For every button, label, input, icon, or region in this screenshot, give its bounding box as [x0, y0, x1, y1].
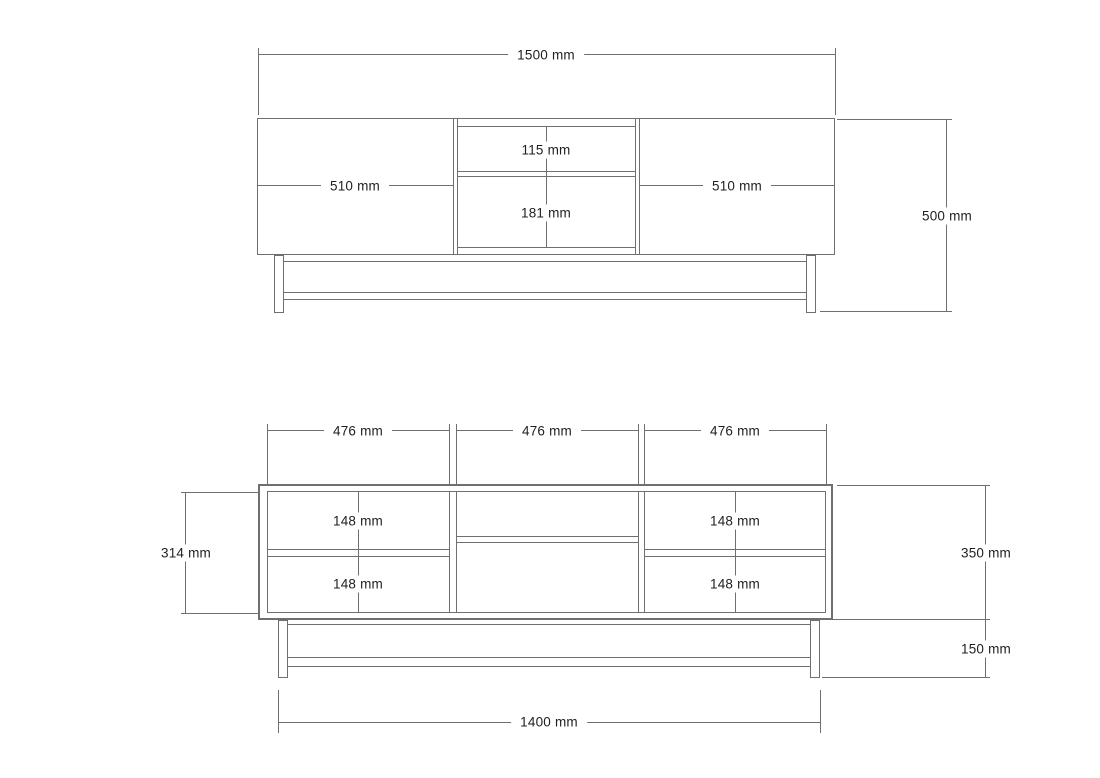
extension-line	[449, 424, 450, 485]
base-stretcher-line	[288, 657, 810, 658]
dim-label-compartment-width-1: 476 mm	[324, 422, 392, 440]
divider-line	[449, 491, 450, 612]
leg	[806, 255, 816, 313]
base-rail-line	[288, 624, 810, 625]
extension-line	[826, 424, 827, 485]
divider-line	[638, 491, 639, 612]
extension-line	[828, 619, 990, 620]
extension-line	[837, 485, 990, 486]
dim-label-cell-height-3: 148 mm	[324, 575, 392, 593]
center-section-line	[639, 118, 640, 255]
leg	[274, 255, 284, 313]
shelf-line	[456, 542, 638, 543]
dim-label-center-top-height: 115 mm	[512, 141, 580, 159]
base-stretcher-line	[288, 666, 810, 667]
dimension-line	[985, 485, 986, 677]
extension-line	[820, 690, 821, 733]
dim-label-compartment-width-3: 476 mm	[701, 422, 769, 440]
divider-line	[456, 491, 457, 612]
leg	[810, 620, 820, 678]
dim-label-left-compartment-width: 510 mm	[321, 177, 389, 195]
extension-line	[267, 424, 268, 485]
dim-label-cell-height-1: 148 mm	[324, 512, 392, 530]
measure-centerline	[546, 126, 547, 247]
base-rail-line	[284, 261, 806, 262]
extension-line	[822, 677, 990, 678]
dim-label-base-height: 150 mm	[952, 640, 1020, 658]
base-stretcher-line	[284, 292, 806, 293]
extension-line	[835, 48, 836, 115]
measure-centerline	[735, 491, 736, 612]
center-section-line	[453, 118, 454, 255]
dim-label-center-bottom-height: 181 mm	[512, 204, 580, 222]
dim-label-base-width: 1400 mm	[511, 713, 587, 731]
dim-label-cell-height-2: 148 mm	[701, 512, 769, 530]
cabinet-inner-outline	[267, 491, 826, 613]
leg	[278, 620, 288, 678]
divider-line	[644, 491, 645, 612]
extension-line	[638, 424, 639, 485]
extension-line	[258, 48, 259, 115]
extension-line	[181, 613, 258, 614]
base-stretcher-line	[284, 299, 806, 300]
dim-label-cabinet-height: 350 mm	[952, 544, 1020, 562]
extension-line	[644, 424, 645, 485]
measure-centerline	[358, 491, 359, 612]
dim-label-overall-width: 1500 mm	[508, 46, 584, 64]
dim-label-right-compartment-width: 510 mm	[703, 177, 771, 195]
center-section-line	[457, 118, 458, 255]
extension-line	[820, 311, 952, 312]
shelf-line	[456, 536, 638, 537]
dim-label-cell-height-4: 148 mm	[701, 575, 769, 593]
extension-line	[278, 690, 279, 733]
dim-label-overall-height: 500 mm	[913, 207, 981, 225]
center-section-line	[457, 247, 635, 248]
center-section-line	[635, 118, 636, 255]
extension-line	[181, 492, 258, 493]
extension-line	[456, 424, 457, 485]
dim-label-inner-height: 314 mm	[152, 544, 220, 562]
extension-line	[837, 119, 952, 120]
dim-label-compartment-width-2: 476 mm	[513, 422, 581, 440]
